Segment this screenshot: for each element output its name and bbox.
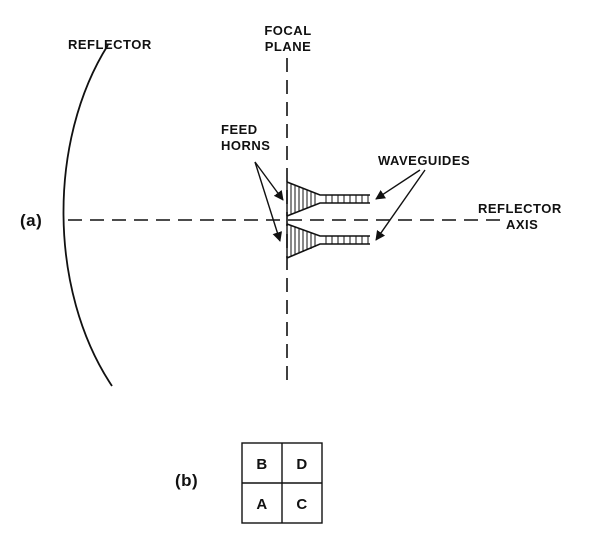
reflector-label: REFLECTOR [68,37,152,52]
waveguides-label: WAVEGUIDES [378,153,470,168]
feed-horns-label-line2: HORNS [221,138,270,153]
part-b-label: (b) [175,471,198,490]
part-a-label: (a) [20,211,42,230]
focal-plane-label-line2: PLANE [265,39,312,54]
quadrant-b: B [256,456,267,473]
reflector-axis-label-line2: AXIS [506,217,538,232]
reflector-axis-label-line1: REFLECTOR [478,201,562,216]
quadrant-a: A [256,496,267,513]
feed-horns-arrow-lower [254,161,283,242]
quadrant-d: D [296,456,307,473]
waveguides-arrow-lower [375,169,426,241]
upper-waveguide [325,195,369,203]
quadrant-c: C [296,496,307,513]
focal-plane-label-line1: FOCAL [264,23,311,38]
quadrant-grid [241,442,323,524]
lower-waveguide [325,236,369,244]
upper-feed-horn [286,181,370,217]
feed-horns-label-line1: FEED [221,122,258,137]
waveguides-arrow-upper [375,169,421,200]
lower-feed-horn [286,223,370,259]
reflector-curve [62,44,113,387]
feed-horns-arrow-upper [254,161,284,201]
